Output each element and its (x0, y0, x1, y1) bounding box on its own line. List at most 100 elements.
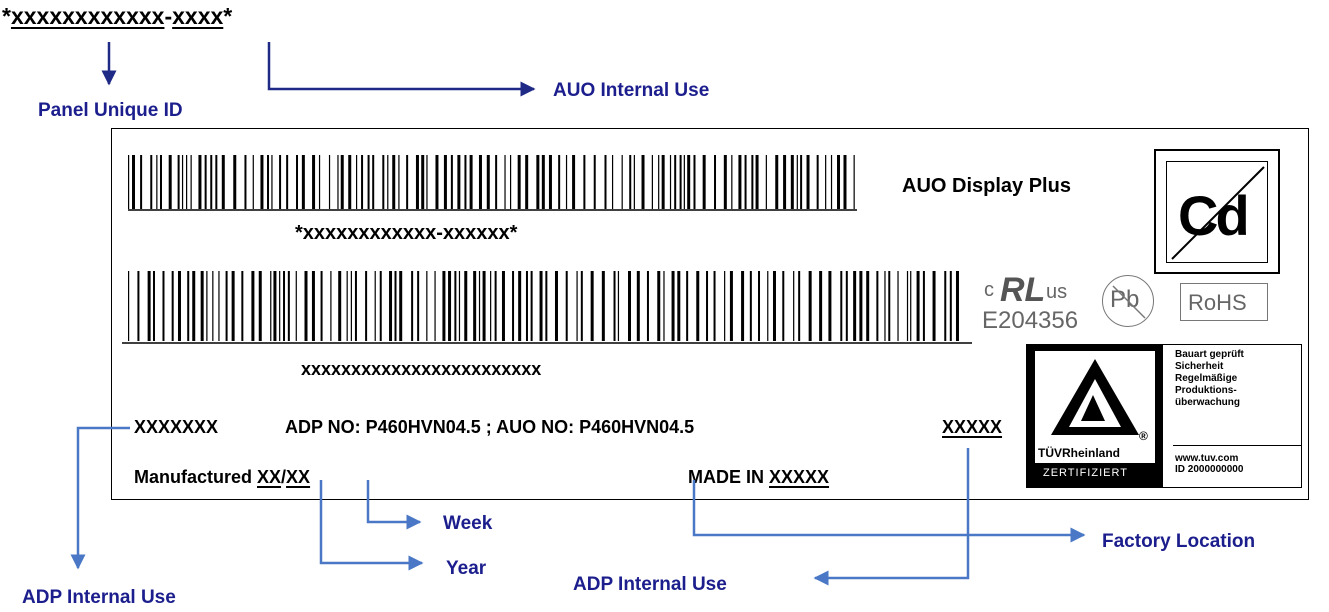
barcode-bar (311, 271, 315, 341)
barcode-bar (283, 271, 286, 341)
barcode-bar (330, 271, 332, 341)
manufactured-label: Manufactured (134, 467, 258, 487)
barcode-bar (545, 271, 548, 341)
barcode-bar (633, 155, 635, 209)
barcode-bar (501, 271, 505, 341)
barcode-bar (565, 155, 568, 209)
part-numbers: ADP NO: P460HVN04.5 ; AUO NO: P460HVN04.… (285, 417, 695, 437)
barcode-bar (328, 155, 331, 209)
barcode-bar (604, 155, 607, 209)
barcode-bar (490, 271, 492, 341)
cd-mark: Cd (1154, 149, 1280, 274)
tuv-text-line: überwachung (1175, 397, 1241, 408)
barcode-bar (279, 271, 281, 341)
barcode-bar (758, 271, 761, 341)
barcode-bar (724, 271, 726, 341)
barcode-bar (916, 271, 920, 341)
barcode-bar (186, 155, 188, 209)
barcode-bar (548, 155, 552, 209)
tuv-id: ID 2000000000 (1175, 464, 1244, 475)
barcode-bar (204, 155, 207, 209)
barcode-bar (539, 271, 543, 341)
barcode-bar (723, 155, 727, 209)
barcode-bar (755, 155, 759, 209)
barcode-bar (601, 271, 605, 341)
barcode-bar (525, 271, 528, 341)
barcode-bar (354, 271, 357, 341)
mfg-week: XX (286, 467, 311, 487)
barcode-bar (658, 155, 660, 209)
barcode-bar (340, 155, 344, 209)
barcode-bar (231, 271, 235, 341)
ul-c: c (984, 279, 994, 301)
barcode-bar (495, 155, 498, 209)
barcode-bar (796, 155, 798, 209)
barcode-bar (286, 155, 289, 209)
barcode-bar (617, 271, 620, 341)
barcode-bar (669, 155, 672, 209)
barcode-bar (241, 271, 244, 341)
barcode-bar (267, 155, 270, 209)
tuv-certified: ZERTIFIZIERT (1043, 467, 1128, 479)
barcode-bar (365, 271, 368, 341)
barcode-bar (677, 271, 681, 341)
barcode-bar (576, 271, 578, 341)
barcode-bar (790, 155, 794, 209)
barcode-bar (212, 271, 214, 341)
barcode-bar (949, 271, 952, 341)
barcode-bar (910, 271, 912, 341)
barcode-bar (273, 271, 277, 341)
barcode-bar (210, 155, 213, 209)
barcode-bar (749, 271, 752, 341)
barcode-bar (932, 271, 936, 341)
barcode-bar (798, 271, 801, 341)
barcode-bar (828, 271, 832, 341)
label-code-left: XXXXXXX (134, 417, 219, 437)
barcode-bar (435, 155, 439, 209)
barcode-bar (671, 271, 675, 341)
barcode-bar (843, 155, 847, 209)
callout-adp-internal-use-left: ADP Internal Use (22, 587, 176, 608)
barcode-bar (593, 155, 596, 209)
barcode-bar (525, 155, 529, 209)
callout-auo-internal-use: AUO Internal Use (553, 80, 710, 101)
barcode-bar (845, 271, 848, 341)
barcode-bar (884, 271, 886, 341)
barcode-bar (772, 271, 776, 341)
barcode-2 (128, 271, 959, 341)
tuv-mark: TÜVRheinland ® ZERTIFIZIERT Bauart geprü… (1026, 344, 1302, 488)
barcode-bar (683, 155, 685, 209)
barcode-bar (279, 155, 282, 209)
barcode-bar (156, 155, 158, 209)
barcode-bar (244, 155, 247, 209)
barcode-bar (443, 155, 447, 209)
ul-mark: c RL us E204356 (982, 271, 1092, 339)
barcode-bar (171, 271, 174, 341)
barcode-bar (177, 155, 180, 209)
barcode-2-text: xxxxxxxxxxxxxxxxxxxxxxxx (301, 359, 542, 379)
barcode-bar (611, 155, 614, 209)
barcode-bar (464, 155, 467, 209)
barcode-bar (782, 271, 785, 341)
barcode-bar (218, 271, 220, 341)
barcode-bar (350, 271, 352, 341)
barcode-bar (741, 271, 745, 341)
barcode-bar (361, 155, 364, 209)
barcode-bar (657, 271, 661, 341)
tuv-text-line: Sicherheit (1175, 361, 1224, 372)
barcode-bar (312, 155, 316, 209)
barcode-bar (583, 155, 586, 209)
cd-strike (1171, 166, 1265, 260)
barcode-bar (636, 271, 640, 341)
ul-us: us (1046, 281, 1068, 303)
barcode-bar (406, 155, 409, 209)
barcode-bar (387, 155, 389, 209)
barcode-bar (686, 271, 689, 341)
barcode-bar (679, 155, 682, 209)
serial-star-close: * (223, 3, 233, 29)
barcode-bar (554, 271, 558, 341)
barcode-bar (206, 271, 208, 341)
mfg-slash: / (281, 467, 287, 487)
rohs-text: RoHS (1188, 290, 1247, 315)
